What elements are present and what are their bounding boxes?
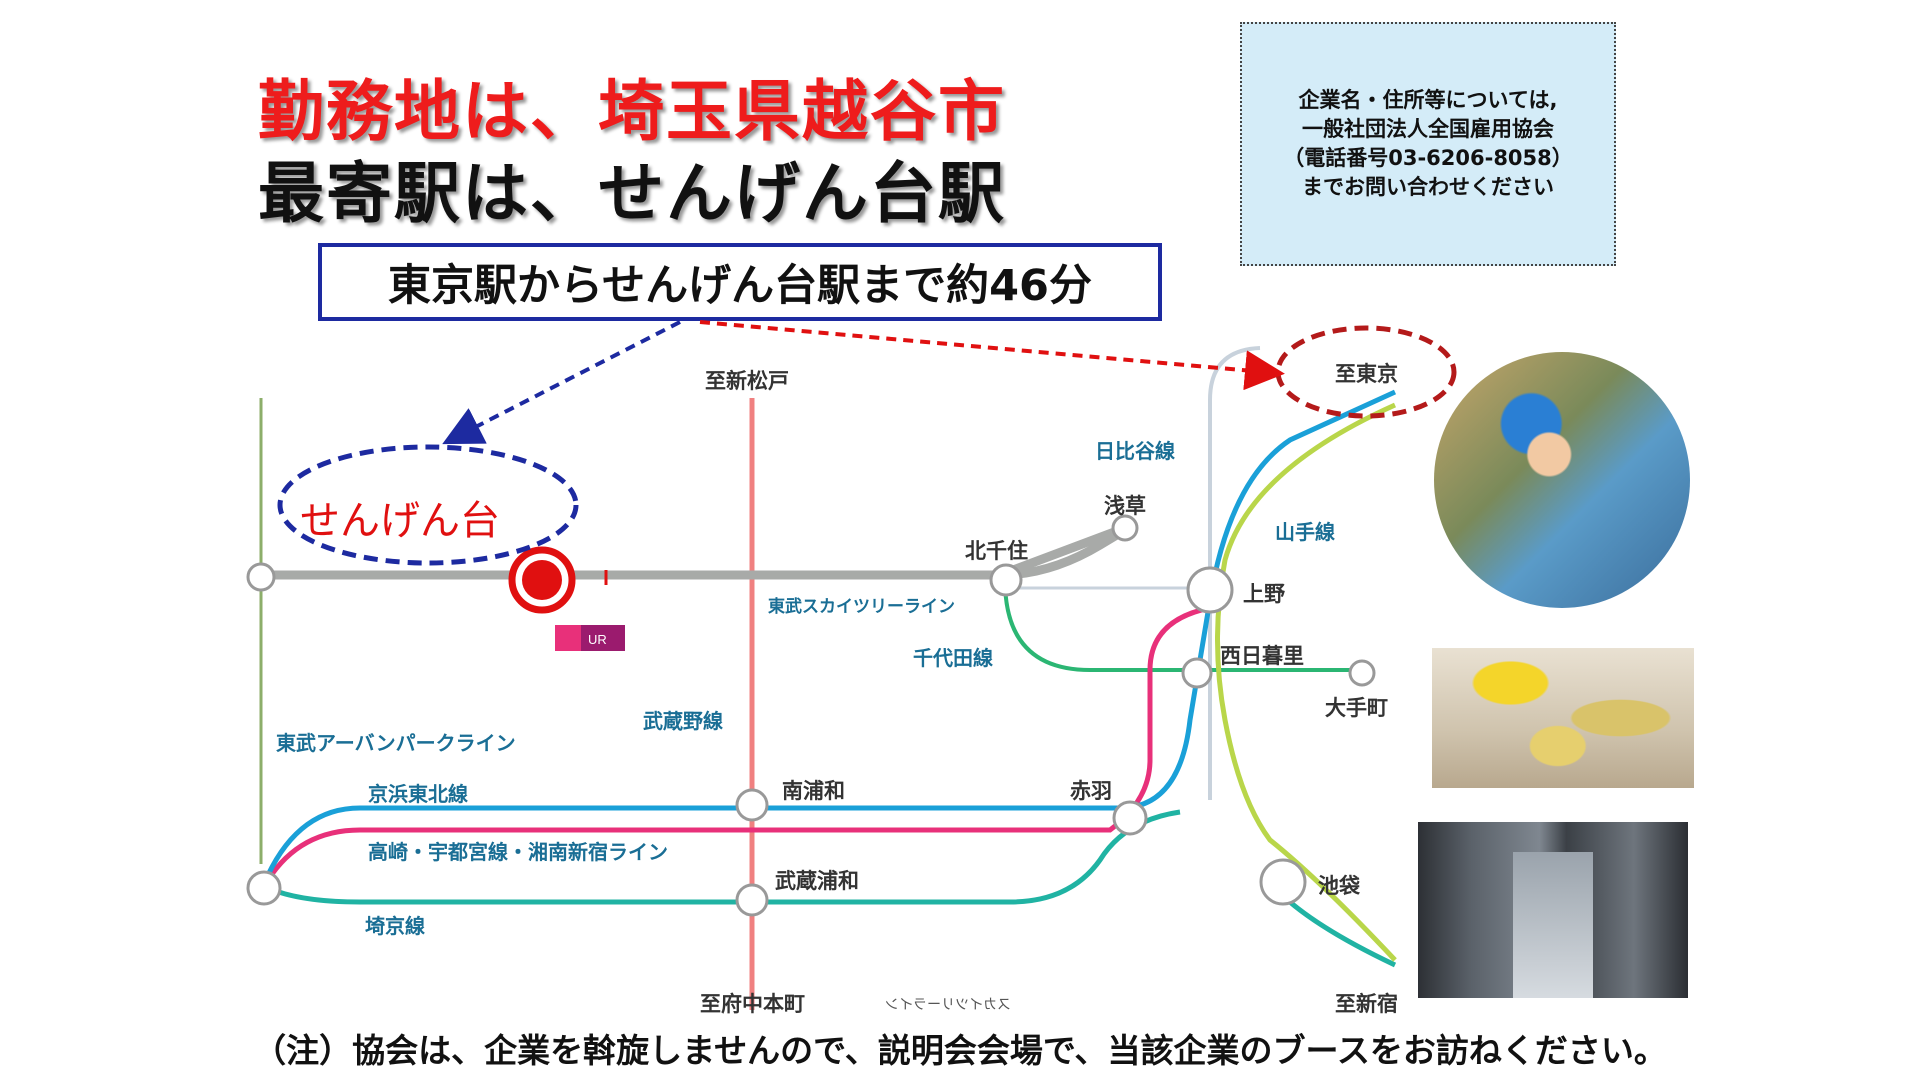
sengendai-ellipse	[277, 444, 579, 566]
oil-bottle-photo	[1432, 648, 1694, 788]
to-fuchu-label: 至府中本町	[700, 992, 805, 1016]
station-otemachi-marker	[1348, 659, 1376, 687]
takasaki-line	[265, 605, 1211, 882]
line-chiyoda: 千代田線	[913, 646, 993, 670]
station-akabane-marker	[1112, 800, 1148, 836]
station-southwest-marker	[246, 870, 282, 906]
line-hibiya: 日比谷線	[1095, 439, 1175, 463]
contact-box: 企業名・住所等については, 一般社団法人全国雇用協会 （電話番号03-6206-…	[1240, 22, 1616, 266]
line-musashino: 武蔵野線	[643, 709, 723, 733]
to-tokyo-label: 至東京	[1335, 362, 1398, 386]
station-kitasenju-marker	[989, 563, 1023, 597]
line-takasaki: 高崎・宇都宮線・湘南新宿ライン	[368, 840, 668, 864]
footnote: （注）協会は、企業を斡旋しませんので、説明会会場で、当該企業のブースをお訪ねくだ…	[253, 1031, 1667, 1070]
station-minamiurawa: 南浦和	[782, 779, 845, 803]
ur-logo-text: UR	[588, 632, 607, 647]
route-time-box: 東京駅からせんげん台駅まで約46分	[318, 243, 1162, 321]
contact-line: 一般社団法人全国雇用協会	[1302, 117, 1554, 141]
station-ueno: 上野	[1243, 582, 1285, 606]
station-nishinippori: 西日暮里	[1220, 644, 1304, 668]
station-musashiurawa-marker	[735, 883, 769, 917]
arrow-to-tokyo	[699, 320, 1285, 391]
station-ueno-marker	[1186, 566, 1234, 614]
hibiya-line	[1208, 346, 1261, 800]
keihin-line	[265, 389, 1397, 877]
to-shinjuku-label: 至新宿	[1335, 992, 1398, 1016]
contact-line: 企業名・住所等については,	[1298, 88, 1558, 112]
station-ikebukuro: 池袋	[1318, 874, 1360, 898]
line-saikyo: 埼京線	[365, 914, 425, 938]
factory-photo	[1418, 822, 1688, 998]
worker-photo	[1434, 352, 1690, 608]
station-otemachi: 大手町	[1325, 696, 1388, 720]
sengendai-label: せんげん台	[300, 498, 500, 544]
arrow-to-sengendai	[442, 320, 681, 445]
station-west-marker	[246, 562, 276, 592]
station-minamiurawa-marker	[735, 788, 769, 822]
to-tokyo-ellipse	[1275, 325, 1457, 419]
line-keihin-tohoku: 京浜東北線	[368, 782, 468, 806]
chiyoda-line	[1003, 579, 1360, 672]
contact-line: までお問い合わせください	[1302, 175, 1554, 199]
station-nishinippori-marker	[1181, 657, 1213, 689]
title-workplace: 勤務地は、埼玉県越谷市	[258, 73, 1006, 150]
line-tobu-urbanpark: 東武アーバンパークライン	[276, 731, 516, 755]
station-ikebukuro-marker	[1259, 858, 1307, 906]
title-nearest-station: 最寄駅は、せんげん台駅	[258, 155, 1006, 232]
mirrored-line-text: スカイツリーライン	[885, 997, 1011, 1013]
line-yamanote: 山手線	[1275, 520, 1335, 544]
line-tobu-skytree: 東武スカイツリーライン	[768, 597, 955, 617]
to-shinmatsudo-label: 至新松戸	[705, 369, 789, 393]
station-akabane: 赤羽	[1070, 779, 1112, 803]
station-musashiurawa: 武蔵浦和	[775, 869, 859, 893]
station-asakusa-marker	[1111, 514, 1139, 542]
station-asakusa: 浅草	[1104, 494, 1146, 518]
yamanote-line	[1215, 402, 1397, 962]
station-kitasenju: 北千住	[965, 539, 1028, 563]
contact-line: （電話番号03-6206-8058）	[1283, 146, 1573, 170]
